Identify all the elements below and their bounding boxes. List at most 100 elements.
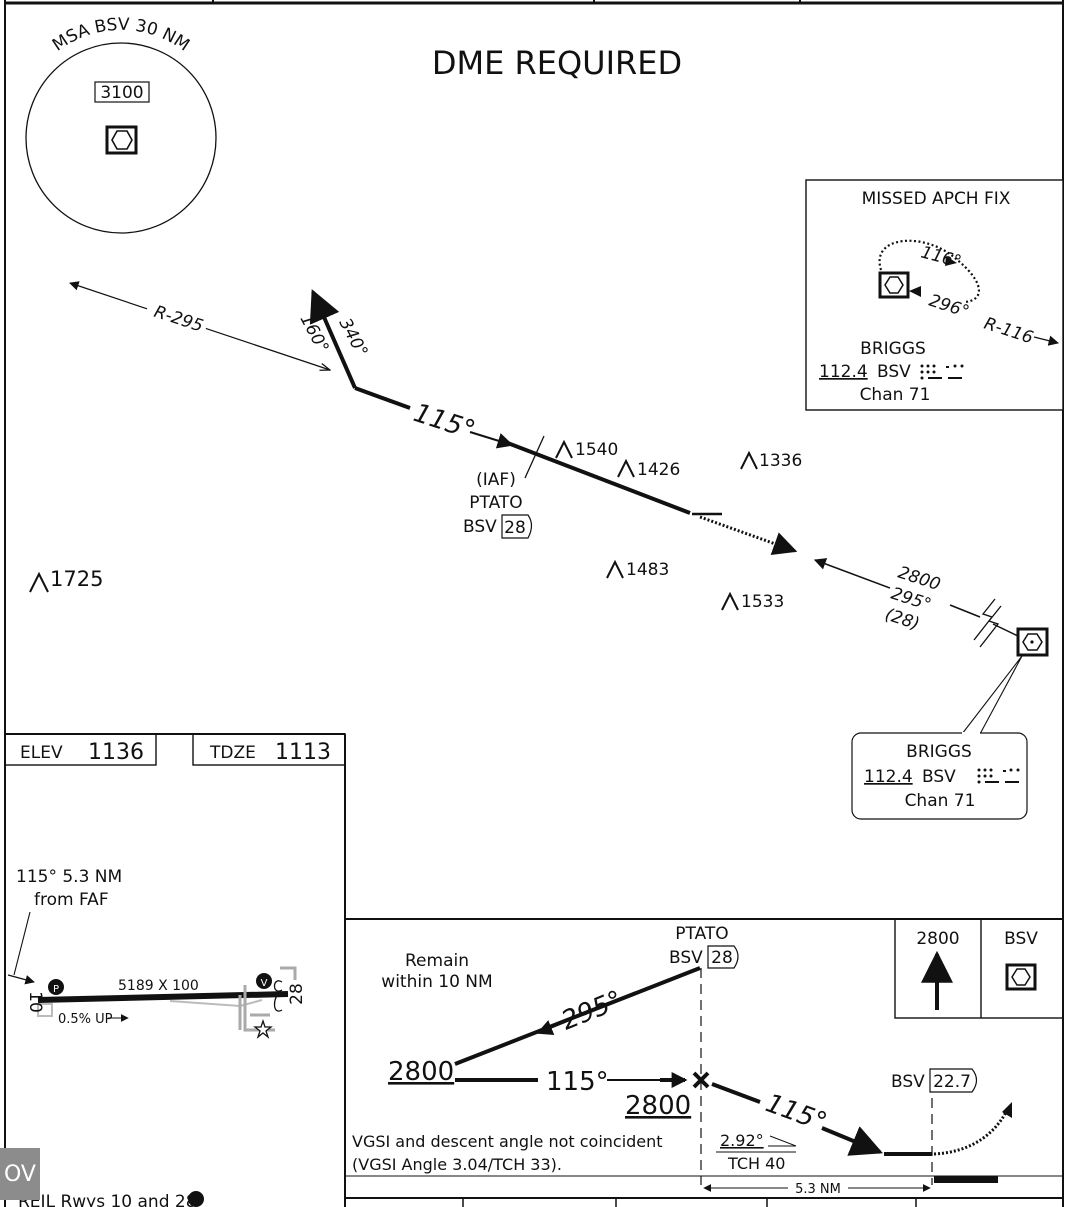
elev-value: 1136 (88, 740, 144, 765)
svg-text:1533: 1533 (741, 592, 784, 612)
elev-label: ELEV (20, 743, 63, 763)
msa-altitude: 3100 (100, 83, 143, 103)
profile-fix-name: PTATO (675, 924, 728, 944)
dme-required-title: DME REQUIRED (432, 44, 682, 82)
faf-note-line2: from FAF (34, 890, 109, 910)
turn-160-label: 160° (296, 311, 333, 357)
remain-within-line2: within 10 NM (381, 972, 492, 992)
glideslope-angle: 2.92° (720, 1131, 764, 1150)
svg-text:1336: 1336 (759, 451, 802, 471)
msa-label: MSA BSV 30 NM (49, 15, 193, 56)
faf-altitude: 2800 (625, 1091, 691, 1121)
runway-10-28 (37, 991, 289, 1003)
pilot-controlled-lighting-icon (188, 1191, 204, 1207)
obstacle-icon (555, 439, 573, 459)
iaf-name: PTATO (469, 493, 522, 513)
navaid-ident: BSV (922, 767, 956, 787)
svg-text:1483: 1483 (626, 560, 669, 580)
runway-28-number: 28 (287, 983, 307, 1005)
iaf-tick (524, 435, 545, 479)
terrain-1540: 1540 (555, 439, 618, 460)
course-115-leg-a (354, 386, 411, 410)
vgsi-note-line1: VGSI and descent angle not coincident (352, 1132, 663, 1151)
outbound-course-label: 295° (557, 985, 626, 1036)
runway-diagram: P V 5189 X 100 0.5% UP 10 28 (25, 966, 307, 1039)
distance-label: 5.3 NM (795, 1182, 841, 1197)
corner-badge: OV (0, 1148, 40, 1200)
profile-icons-box (894, 918, 1064, 1019)
svg-text:P: P (53, 984, 59, 995)
runway-28-light-icon (256, 973, 272, 989)
terrain-1725: 1725 (29, 567, 103, 593)
svg-text:1426: 1426 (637, 460, 680, 480)
missed-approach-dotted (699, 515, 798, 556)
navaid-channel: Chan 71 (905, 791, 976, 811)
svg-text:V: V (261, 978, 268, 989)
map-dme: 22.7 (933, 1072, 971, 1092)
navaid-frequency: 112.4 (864, 767, 913, 787)
profile-fix-dme: 28 (711, 948, 733, 968)
runway-10-light-icon (48, 979, 64, 995)
missed-apch-title: MISSED APCH FIX (862, 189, 1011, 209)
terrain-1533: 1533 (721, 591, 784, 612)
missed-approach-climb (933, 1107, 1010, 1156)
runway-gradient: 0.5% UP (58, 1012, 113, 1027)
terrain-1483: 1483 (606, 559, 669, 580)
procedure-turn-outbound (454, 966, 701, 1066)
icon-altitude: 2800 (916, 929, 959, 949)
left-altitude: 2800 (388, 1057, 454, 1087)
course-115-label: 115° (410, 398, 479, 446)
mapf-frequency: 112.4 (819, 362, 868, 382)
vortac-icon (1016, 627, 1049, 657)
svg-text:1725: 1725 (50, 567, 103, 591)
airport-panel: ELEV 1136 TDZE 1113 115° 5.3 NM from FAF… (4, 733, 346, 1207)
inbound-course-label: 115° (546, 1067, 609, 1097)
tch-value: TCH 40 (727, 1154, 785, 1173)
turn-340-leg (309, 289, 357, 389)
final-course-label: 115° (762, 1088, 831, 1138)
navaid-name: BRIGGS (906, 742, 972, 762)
not-to-scale-break (973, 598, 1002, 648)
obstacle-icon (617, 458, 635, 478)
runway-10-number: 10 (25, 991, 45, 1013)
mapf-channel: Chan 71 (860, 385, 931, 405)
icon-ident: BSV (1004, 929, 1038, 949)
tdze-value: 1113 (275, 740, 331, 765)
beacon-star-icon (253, 1018, 273, 1039)
vortac-icon (878, 271, 910, 299)
svg-text:1540: 1540 (575, 440, 618, 460)
runway-dims: 5189 X 100 (118, 978, 199, 994)
navaid-briggs-box: BRIGGS 112.4 BSV Chan 71 (851, 655, 1028, 820)
morse-code-icon (920, 364, 964, 380)
holding-pattern (878, 239, 981, 304)
reil-note: REIL Rwys 10 and 28 (18, 1192, 197, 1207)
tdze-label: TDZE (209, 743, 256, 763)
vgsi-note-line2: (VGSI Angle 3.04/TCH 33). (352, 1155, 562, 1174)
vortac-icon (1005, 963, 1037, 991)
iaf-dme: 28 (504, 518, 526, 538)
missed-apch-fix-inset: MISSED APCH FIX 116° 296° R-116 BRIGGS 1… (805, 179, 1064, 411)
vgsi-symbol (273, 980, 283, 1012)
map-ident: BSV (891, 1072, 925, 1092)
final-segment (711, 1082, 761, 1104)
obstacle-icon (606, 559, 624, 579)
iaf-ident: BSV (463, 517, 497, 537)
vortac-icon (105, 125, 138, 155)
iaf-label: (IAF) (476, 470, 516, 490)
msa-circle: MSA BSV 30 NM 3100 (25, 15, 217, 234)
runway-profile-bar (934, 1176, 998, 1183)
mapf-navaid-name: BRIGGS (860, 339, 926, 359)
obstacle-icon (740, 450, 758, 470)
obstacle-icon (721, 591, 739, 611)
faf-maltese-cross-icon (692, 1071, 710, 1089)
profile-view: Remain within 10 NM PTATO BSV 28 295° 11… (345, 918, 1064, 1207)
remain-within-line1: Remain (405, 951, 469, 971)
morse-code-icon (977, 768, 1020, 784)
mapf-ident: BSV (877, 362, 911, 382)
terrain-1336: 1336 (740, 450, 802, 471)
arrival-route (813, 558, 891, 589)
obstacle-icon (29, 571, 49, 593)
terrain-1426: 1426 (617, 458, 680, 480)
faf-note-line1: 115° 5.3 NM (16, 867, 122, 887)
